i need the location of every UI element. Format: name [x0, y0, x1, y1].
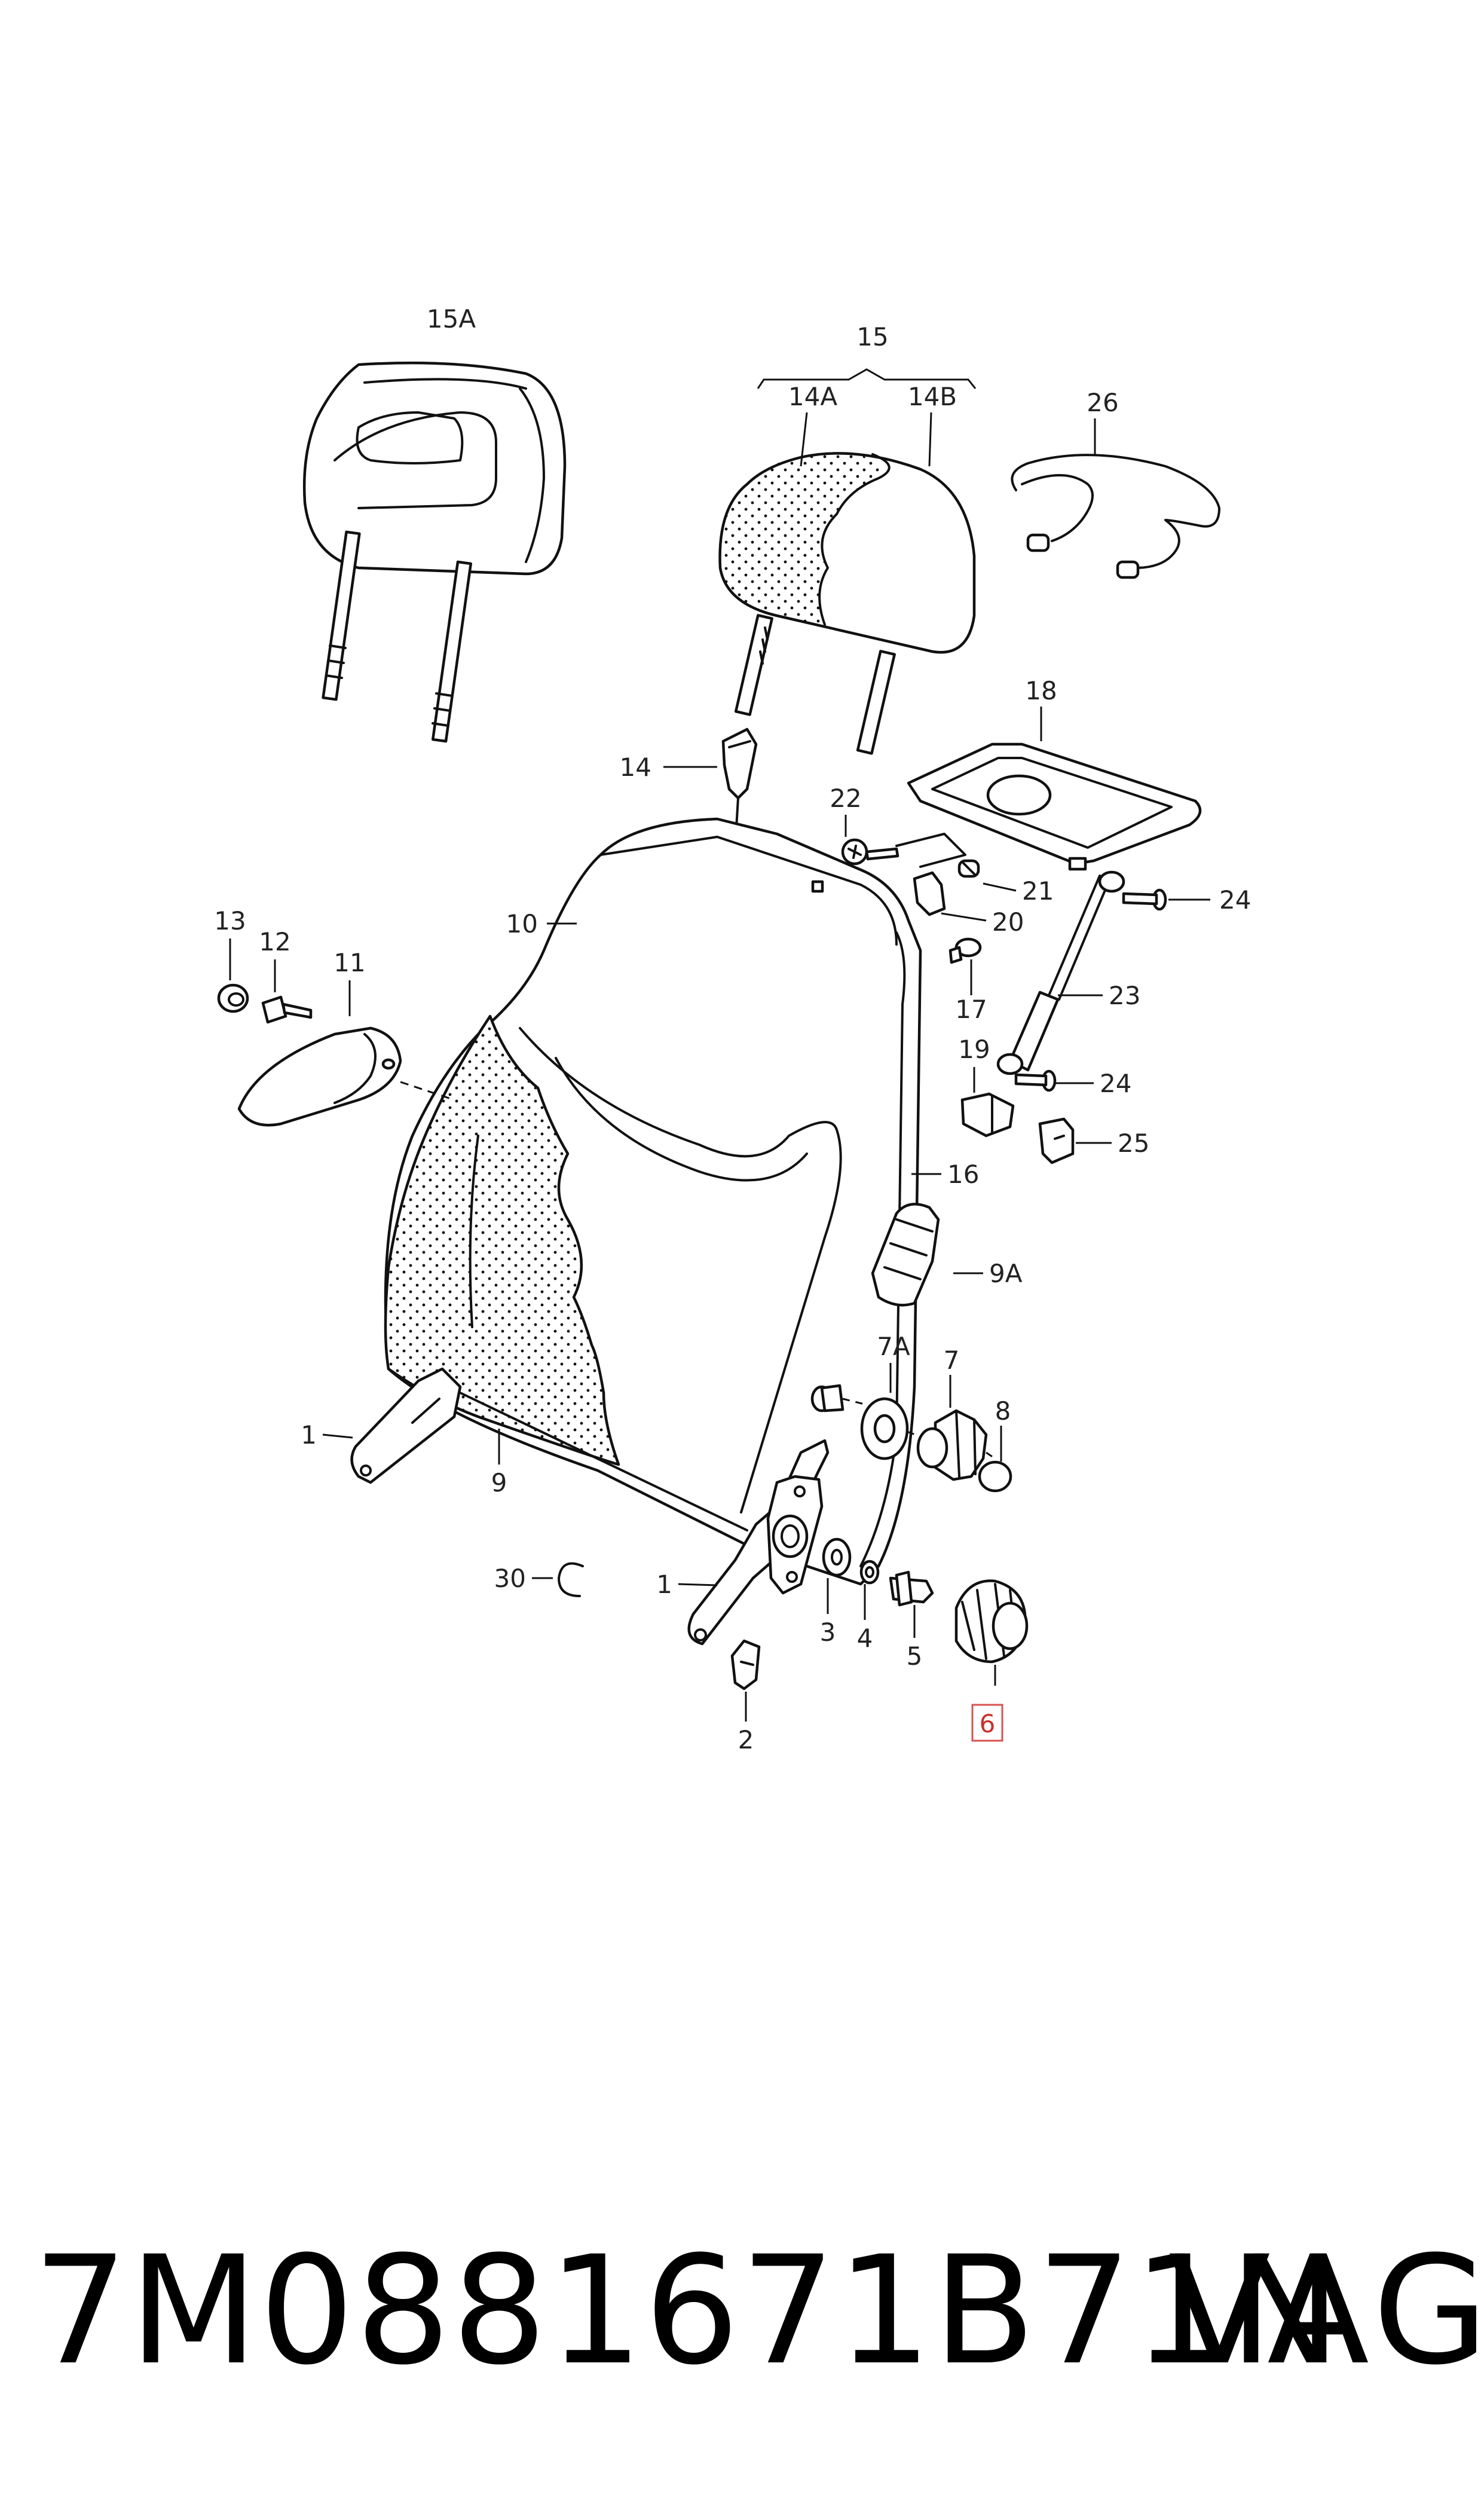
callout-2[interactable]: 2	[738, 1725, 754, 1754]
washer-7a[interactable]	[860, 1397, 924, 1460]
callout-7[interactable]: 7	[944, 1346, 960, 1375]
headrest-14[interactable]	[718, 451, 976, 755]
side-trim-11[interactable]	[237, 1026, 455, 1127]
callout-21[interactable]: 21	[1022, 876, 1054, 906]
callout-22[interactable]: 22	[830, 784, 861, 813]
callout-15a[interactable]: 15A	[427, 304, 476, 334]
plug-21[interactable]	[957, 859, 980, 878]
callout-20[interactable]: 20	[992, 907, 1024, 937]
guide-14[interactable]	[721, 727, 758, 829]
bracket-15	[757, 368, 977, 389]
callout-10[interactable]: 10	[506, 909, 538, 938]
bolt-24-upper[interactable]	[1122, 888, 1167, 911]
leader-14b	[928, 412, 932, 467]
clip-19[interactable]	[960, 1092, 1015, 1138]
callout-15[interactable]: 15	[856, 322, 888, 351]
callout-16[interactable]: 16	[947, 1160, 979, 1189]
clip-13[interactable]	[217, 983, 249, 1013]
leader-1b	[678, 1583, 718, 1586]
callout-labels: 15A 15 14A 14B 26 18 14 22 21 20 24 13 1…	[214, 304, 1251, 1754]
callout-18[interactable]: 18	[1025, 676, 1057, 705]
washer-3[interactable]	[822, 1537, 852, 1577]
callout-30[interactable]: 30	[494, 1564, 526, 1593]
callout-14b[interactable]: 14B	[908, 382, 957, 411]
leader-1a	[322, 1433, 353, 1439]
back-panel-18[interactable]	[907, 742, 1202, 871]
leader-20	[941, 912, 987, 922]
cable-26[interactable]	[1011, 454, 1220, 579]
clip-25[interactable]	[1038, 1117, 1075, 1164]
cap-8[interactable]	[978, 1460, 1012, 1493]
callout-4[interactable]: 4	[857, 1624, 873, 1653]
bracket-outline-20	[895, 833, 966, 868]
bolt-5[interactable]	[889, 1570, 934, 1607]
callout-11[interactable]: 11	[333, 948, 365, 977]
callout-9a[interactable]: 9A	[989, 1259, 1023, 1288]
leader-21	[983, 882, 1017, 892]
knob-6[interactable]	[954, 1579, 1029, 1664]
bracket-1-left[interactable]	[350, 1367, 462, 1484]
callout-14[interactable]: 14	[620, 753, 651, 782]
callout-3[interactable]: 3	[820, 1618, 836, 1647]
callout-25[interactable]: 25	[1118, 1129, 1149, 1158]
callout-12[interactable]: 12	[259, 927, 290, 956]
callout-6[interactable]: 6	[980, 1709, 996, 1738]
screw-22[interactable]	[841, 838, 899, 866]
trim-9a[interactable]	[871, 1203, 940, 1307]
callout-6-highlight	[971, 1704, 1003, 1742]
callout-1-right[interactable]: 1	[656, 1570, 672, 1599]
callout-8[interactable]: 8	[995, 1396, 1011, 1426]
callout-5[interactable]: 5	[907, 1641, 923, 1671]
spring-washer-4[interactable]	[859, 1560, 880, 1585]
screw-17[interactable]	[948, 937, 982, 964]
footer-brand: VAG	[1168, 2224, 1484, 2398]
footer-part-number: 7M0881671B71N	[33, 2224, 1342, 2398]
callout-17[interactable]: 17	[955, 995, 987, 1024]
circlip-30[interactable]	[558, 1562, 584, 1597]
callout-7a[interactable]: 7A	[877, 1332, 910, 1361]
bracket-1-right[interactable]	[687, 1439, 830, 1646]
callout-9[interactable]: 9	[491, 1468, 507, 1497]
headrest-15a[interactable]	[302, 361, 567, 743]
callout-23[interactable]: 23	[1109, 981, 1140, 1010]
screw-12[interactable]	[261, 995, 313, 1024]
clip-20[interactable]	[913, 871, 946, 916]
callout-24-upper[interactable]: 24	[1219, 885, 1251, 915]
clip-2[interactable]	[730, 1639, 761, 1690]
frame-wire	[459, 1392, 748, 1531]
pin-7a-small[interactable]	[810, 1384, 867, 1413]
seat-back-cover-9[interactable]	[384, 1014, 620, 1466]
callout-13[interactable]: 13	[214, 906, 246, 936]
leader-14a	[800, 412, 808, 467]
callout-1-left[interactable]: 1	[301, 1420, 317, 1450]
callout-24-lower[interactable]: 24	[1100, 1069, 1131, 1098]
callout-14a[interactable]: 14A	[788, 382, 837, 411]
bolt-24-lower[interactable]	[1014, 1069, 1057, 1092]
callout-19[interactable]: 19	[958, 1035, 990, 1064]
gas-strut-23[interactable]	[996, 870, 1125, 1075]
callout-26[interactable]: 26	[1087, 388, 1118, 417]
knob-7[interactable]	[916, 1409, 996, 1481]
